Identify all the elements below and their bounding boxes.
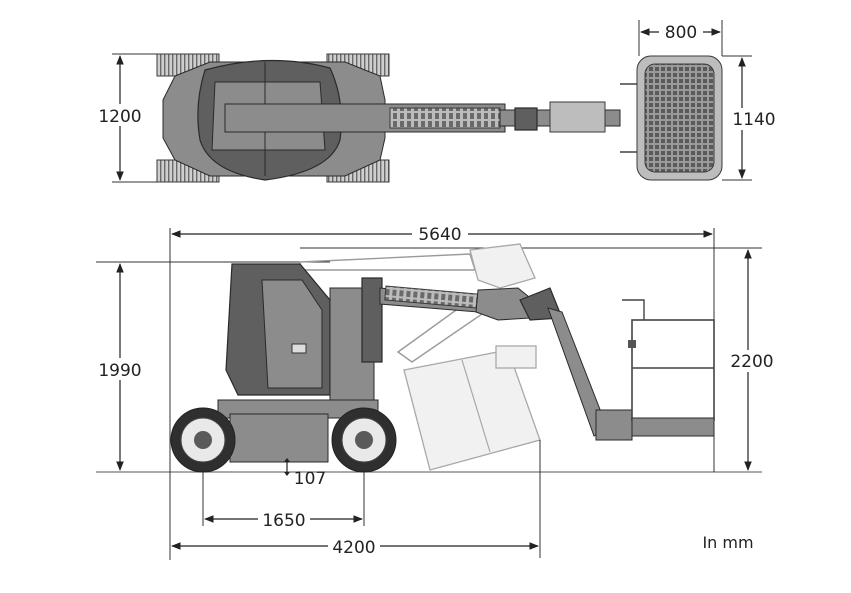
side-platform-floor — [631, 417, 715, 437]
ghost-jib-head — [469, 243, 536, 289]
dim-ground-clearance: 107 — [294, 469, 326, 489]
dim-wheelbase: 1650 — [262, 511, 305, 531]
top-platform-floor-grid — [644, 63, 715, 173]
side-wheel-rear — [331, 407, 397, 473]
dim-max-height: 2200 — [730, 352, 773, 372]
dim-transport-length: 4200 — [332, 538, 375, 558]
dim-overall-length: 5640 — [418, 225, 461, 245]
top-jib-cylinder — [549, 101, 606, 133]
top-jib-joint — [514, 107, 538, 131]
dim-machine-width: 1200 — [98, 107, 141, 127]
units-note: In mm — [702, 533, 753, 552]
side-turret-panel — [261, 279, 323, 389]
side-wheel-front — [170, 407, 236, 473]
side-chassis-body — [229, 413, 329, 463]
top-view — [156, 53, 723, 183]
top-dimensions: 1200 800 1140 — [96, 20, 778, 183]
ghost-platform-rail — [495, 345, 537, 369]
top-cable-chain — [389, 107, 501, 129]
side-platform-handrail-top — [622, 299, 645, 320]
side-platform-rotator — [595, 409, 633, 441]
side-platform-cage — [631, 319, 715, 421]
dim-platform-depth: 1140 — [732, 110, 775, 130]
dim-stowed-height: 1990 — [98, 361, 141, 381]
side-riser-post — [361, 277, 383, 363]
side-dimensions: 5640 1990 2200 107 1650 4200 In mm — [94, 222, 778, 558]
dim-platform-width: 800 — [665, 23, 697, 43]
side-view — [96, 228, 762, 560]
